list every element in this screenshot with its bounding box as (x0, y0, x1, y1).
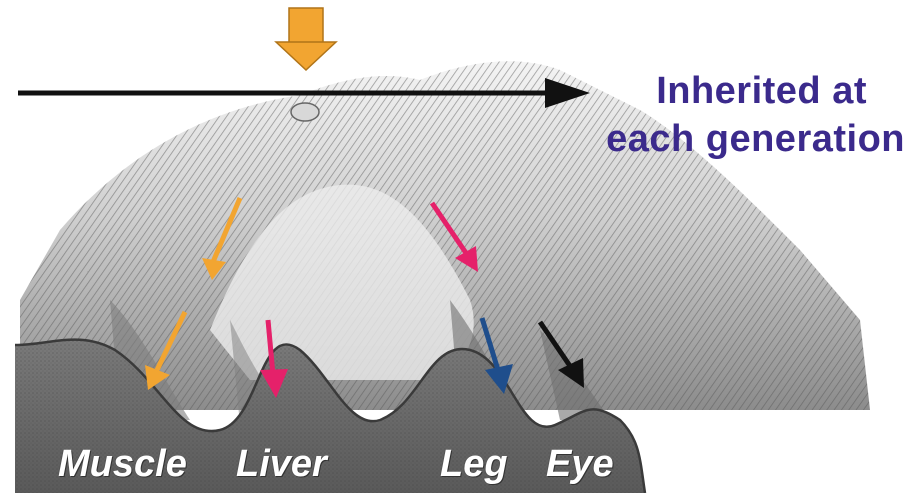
input-down-arrow (276, 8, 336, 70)
valley-label-eye: Eye (546, 443, 614, 486)
valley-label-muscle: Muscle (58, 443, 187, 486)
caption-line-1: Inherited at (656, 70, 867, 113)
caption-line-2: each generation (606, 118, 905, 161)
marble-ball (291, 103, 319, 121)
valley-label-leg: Leg (440, 443, 508, 486)
valley-label-liver: Liver (236, 443, 327, 486)
